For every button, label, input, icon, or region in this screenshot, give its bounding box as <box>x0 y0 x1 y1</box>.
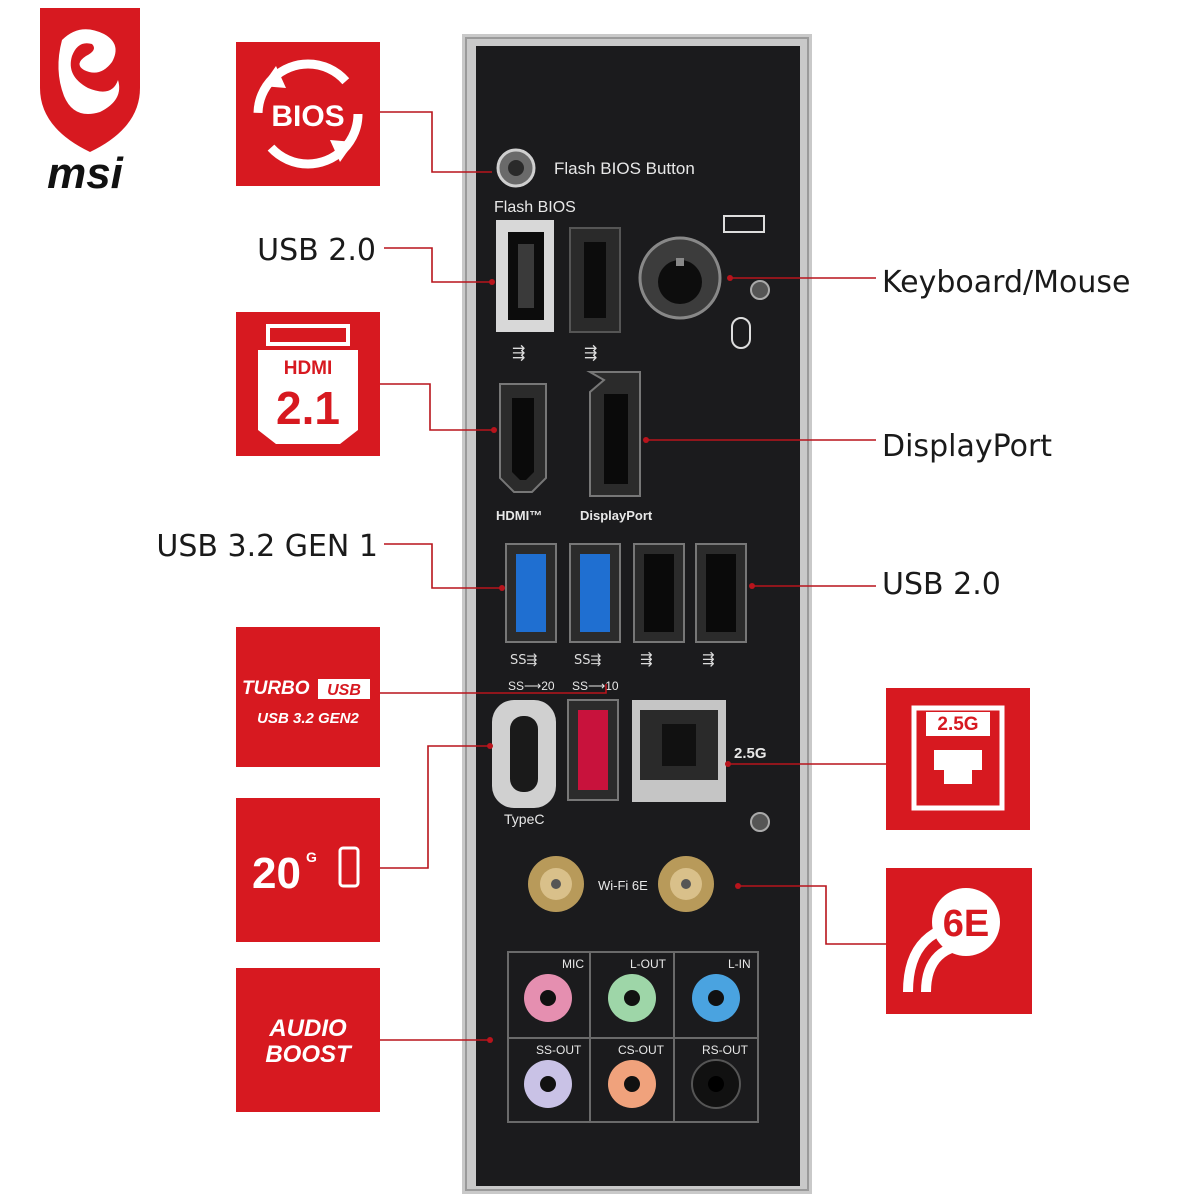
typec-label: TypeC <box>504 811 544 827</box>
usb-32-gen1-port-1 <box>505 543 557 643</box>
leader-usb20-left <box>384 247 494 283</box>
l-in-label: L-IN <box>728 957 751 971</box>
usb-typec-port <box>492 700 556 808</box>
rs-out-jack <box>691 1059 741 1109</box>
screw-icon <box>750 812 770 832</box>
usb-20-port-4 <box>695 543 747 643</box>
ps2-port <box>638 236 722 320</box>
displayport-mark-label: DisplayPort <box>580 508 653 523</box>
speed-20g-badge: 20 G <box>236 798 380 942</box>
msi-logo: msi <box>40 8 140 198</box>
ss10-label: SS⟶10 <box>572 679 619 693</box>
callout-usb32-gen1: USB 3.2 GEN 1 <box>156 529 378 564</box>
speed-20g-unit: G <box>306 849 317 865</box>
screw-icon <box>750 280 770 300</box>
usb-20-port-1 <box>496 220 554 332</box>
usb-symbol-icon: ⇶ <box>640 650 653 668</box>
usb-20-port-3 <box>633 543 685 643</box>
rs-out-label: RS-OUT <box>702 1043 749 1057</box>
usb-32-gen2-port <box>567 699 619 801</box>
leader-turbo-usb <box>380 684 607 694</box>
usb-ss-icon: SS⇶ <box>510 653 538 668</box>
lan-badge-label: 2.5G <box>937 714 978 735</box>
ss20-label: SS⟶20 <box>508 679 555 693</box>
hdmi-badge-word: HDMI <box>284 358 333 379</box>
audio-jack-block <box>507 951 759 1123</box>
turbo-usb-badge: TURBO USB USB 3.2 GEN2 <box>236 627 380 767</box>
audio-boost-line1: AUDIO <box>268 1015 347 1042</box>
ss-out-jack <box>524 1060 572 1108</box>
l-out-label: L-OUT <box>630 957 667 971</box>
refresh-arrows-icon <box>253 59 363 169</box>
lan-25g-badge: 2.5G <box>886 688 1030 830</box>
turbo-label: TURBO <box>242 678 310 699</box>
dragon-icon <box>58 29 120 115</box>
displayport-port <box>586 371 641 497</box>
flash-bios-label: Flash BIOS <box>494 199 576 216</box>
callout-displayport: DisplayPort <box>882 429 1052 464</box>
flash-bios-button <box>496 148 536 188</box>
callout-usb20-right: USB 2.0 <box>882 567 1001 602</box>
audio-boost-badge: AUDIO BOOST <box>236 968 380 1112</box>
lan-speed-label: 2.5G <box>734 745 767 762</box>
cs-out-jack <box>608 1060 656 1108</box>
flash-bios-button-label: Flash BIOS Button <box>554 159 695 178</box>
lan-port <box>632 700 726 802</box>
speed-20g-number: 20 <box>252 849 301 898</box>
mouse-icon <box>731 317 751 349</box>
line-in-jack <box>692 974 740 1022</box>
leader-lines <box>380 111 886 1043</box>
callout-usb20-left: USB 2.0 <box>257 233 376 268</box>
ethernet-icon <box>911 705 1005 811</box>
hdmi-badge-version: 2.1 <box>276 382 340 434</box>
hdmi-21-badge: HDMI 2.1 <box>236 312 380 456</box>
line-out-jack <box>608 974 656 1022</box>
mic-jack <box>524 974 572 1022</box>
usb-symbol-icon: ⇶ <box>702 650 715 668</box>
hdmi-mark-label: HDMI™ <box>496 508 542 523</box>
leader-usb32-gen1 <box>384 543 502 589</box>
callout-keyboard-mouse: Keyboard/Mouse <box>882 265 1130 300</box>
leader-hdmi <box>380 383 494 431</box>
hdmi-plug-icon <box>266 324 350 346</box>
usb-symbol-icon: ⇶ <box>584 343 597 362</box>
wifi-6e-label: Wi-Fi 6E <box>598 878 648 893</box>
usb-20-port-2 <box>569 227 621 333</box>
usb-stick-icon <box>338 846 360 888</box>
usb-32-gen1-port-2 <box>569 543 621 643</box>
cs-out-label: CS-OUT <box>618 1043 665 1057</box>
wifi-badge-label: 6E <box>943 903 989 945</box>
bios-badge: BIOS <box>236 42 380 186</box>
usb-ss-icon: SS⇶ <box>574 653 602 668</box>
usb-gen2-label: USB 3.2 GEN2 <box>257 710 359 727</box>
leader-wifi <box>738 885 886 945</box>
leader-20g <box>380 745 490 869</box>
ss-out-label: SS-OUT <box>536 1043 582 1057</box>
keyboard-icon <box>723 215 765 233</box>
bios-badge-label: BIOS <box>271 100 344 133</box>
wifi-antenna-connector-1 <box>528 856 584 912</box>
wifi-6e-badge: 6E <box>886 868 1032 1014</box>
leader-bios <box>380 111 492 173</box>
turbo-usb-label: USB <box>327 682 361 699</box>
usb-symbol-icon: ⇶ <box>512 343 525 362</box>
msi-wordmark: msi <box>47 149 124 198</box>
hdmi-port <box>499 383 547 493</box>
audio-boost-line2: BOOST <box>265 1041 353 1068</box>
wifi-antenna-connector-2 <box>658 856 714 912</box>
mic-label: MIC <box>562 957 584 971</box>
